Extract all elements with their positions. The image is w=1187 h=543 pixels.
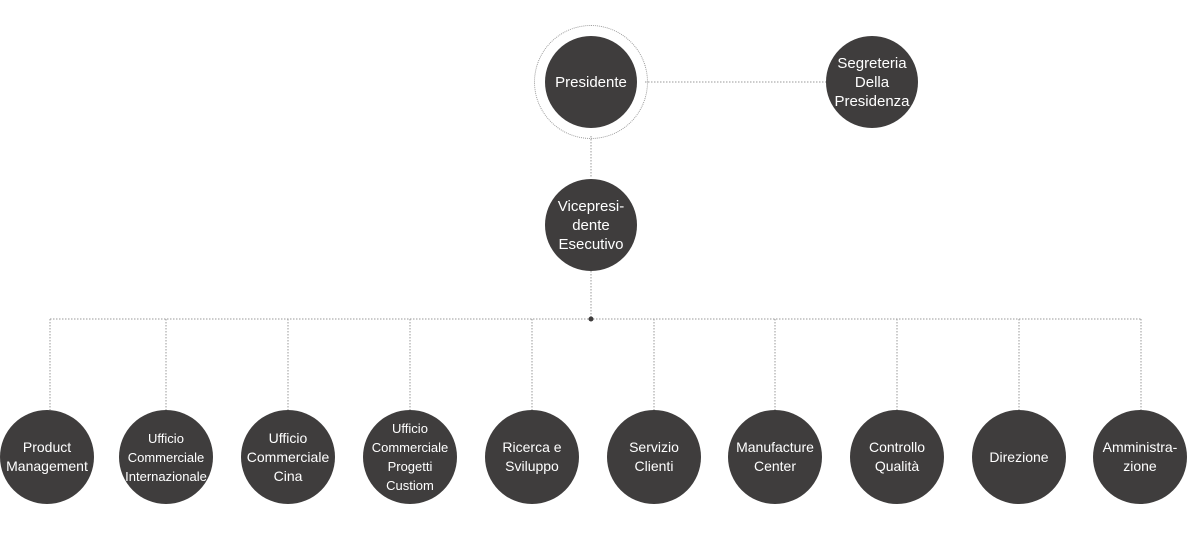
department-node-ufficio-commerciale-cina: Ufficio Commerciale Cina [241, 410, 335, 504]
department-node-product-management: Product Management [0, 410, 94, 504]
president-label: Presidente [555, 73, 627, 91]
department-label: Ufficio Commerciale Internazionale [125, 430, 207, 484]
department-label: Ufficio Commerciale Progetti Custiom [371, 421, 449, 493]
bus-junction-dot [588, 316, 594, 322]
executive-vp-node: Vicepresi- dente Esecutivo [545, 179, 637, 271]
department-node-amministrazione: Amministra- zione [1093, 410, 1187, 504]
president-halo-ring [534, 25, 648, 139]
executive-vp-label: Vicepresi- dente Esecutivo [557, 197, 625, 253]
department-label: Amministra- zione [1102, 439, 1178, 474]
department-node-direzione: Direzione [972, 410, 1066, 504]
secretariat-node: Segreteria Della Presidenza [826, 36, 918, 128]
department-node-servizio-clienti: Servizio Clienti [607, 410, 701, 504]
president-node: Presidente [545, 36, 637, 128]
department-node-ufficio-commerciale-progetti: Ufficio Commerciale Progetti Custiom [363, 410, 457, 504]
department-label: Ricerca e Sviluppo [502, 439, 562, 474]
department-node-ricerca-e-sviluppo: Ricerca e Sviluppo [485, 410, 579, 504]
department-node-controllo-qualita: Controllo Qualità [850, 410, 944, 504]
department-label: Controllo Qualità [868, 439, 926, 474]
department-node-manufacture-center: Manufacture Center [728, 410, 822, 504]
secretariat-label: Segreteria Della Presidenza [834, 54, 910, 110]
department-label: Servizio Clienti [629, 439, 679, 474]
department-label: Manufacture Center [736, 439, 814, 474]
department-label: Product Management [6, 439, 88, 474]
department-label: Ufficio Commerciale Cina [246, 429, 330, 484]
department-label: Direzione [989, 448, 1049, 465]
department-node-ufficio-commerciale-internazionale: Ufficio Commerciale Internazionale [119, 410, 213, 504]
